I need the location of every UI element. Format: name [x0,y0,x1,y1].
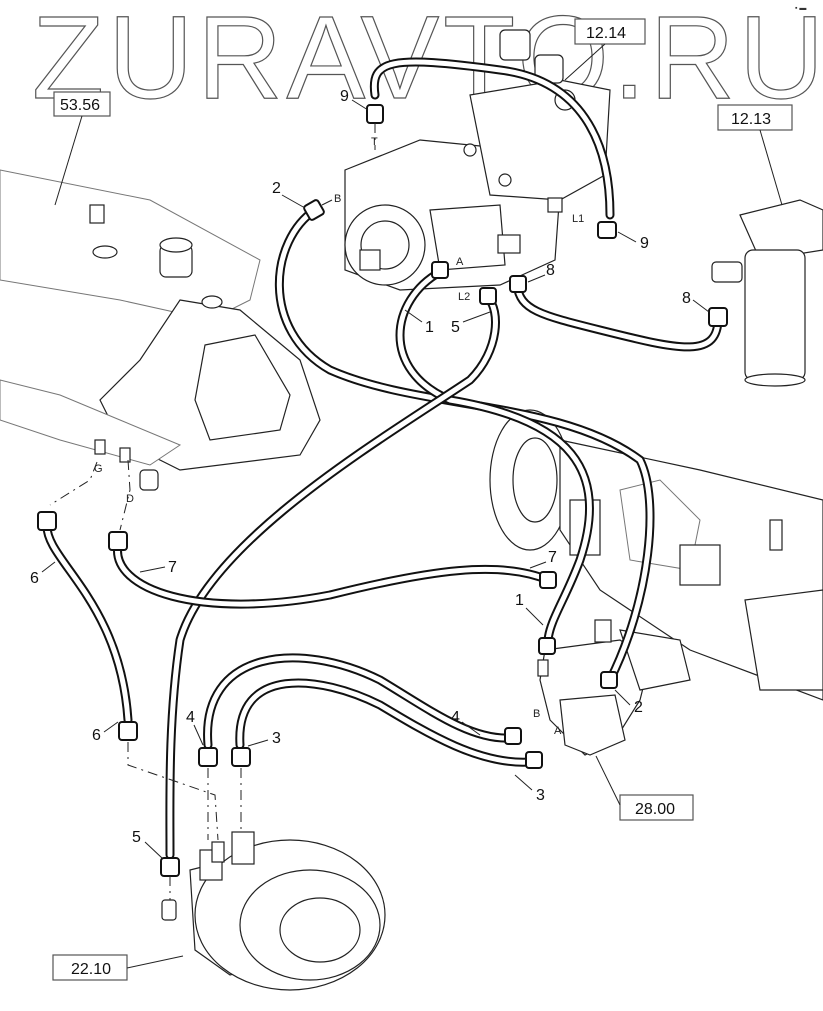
svg-text:53.56: 53.56 [60,97,100,114]
svg-text:28.00: 28.00 [635,801,675,818]
ref-28-00[interactable]: 28.00 [595,755,694,821]
callouts: 9 9 2 2 1 1 5 5 8 8 6 6 7 7 4 4 3 3 [30,88,710,859]
callout-6-bottom: 6 [92,727,101,744]
engine-assembly [0,169,321,491]
callout-4-left: 4 [186,709,195,726]
port-a-valve: A [554,725,562,737]
hydraulic-filter [711,199,823,387]
port-d: D [126,493,134,505]
callout-5-top: 5 [451,319,460,336]
port-a-pump: A [456,256,464,268]
port-t: T [371,136,378,148]
svg-text:22.10: 22.10 [71,961,111,978]
callout-4-right: 4 [451,709,460,726]
axle-assembly [489,409,823,701]
connection-lines [49,123,376,900]
svg-text:12.13: 12.13 [731,111,771,128]
ref-12-14[interactable]: 12.14 [564,18,646,81]
callout-1-bottom: 1 [515,592,524,609]
callout-5-bottom: 5 [132,829,141,846]
callout-1-top: 1 [425,319,434,336]
fittings [37,104,728,877]
callout-8-top: 8 [546,262,555,279]
svg-text:12.14: 12.14 [586,25,626,42]
callout-9-top: 9 [340,88,349,105]
callout-7-right: 7 [548,549,557,566]
port-g: G [94,463,103,475]
drive-motor [161,831,386,991]
port-l1: L1 [572,213,584,225]
control-valve [537,619,691,756]
callout-3-right: 3 [536,787,545,804]
callout-2-top: 2 [272,180,281,197]
port-labels: T B A L1 L2 B A G D [94,136,584,737]
corner-mark: ▪ ▬ [795,5,806,12]
callout-3-left: 3 [272,730,281,747]
callout-9-right: 9 [640,235,649,252]
hoses [42,57,723,860]
callout-7-left: 7 [168,559,177,576]
port-b-pump: B [334,193,341,205]
port-l2: L2 [458,291,470,303]
port-b-valve: B [533,708,540,720]
ref-22-10[interactable]: 22.10 [52,954,184,981]
ref-12-13[interactable]: 12.13 [717,104,793,206]
ref-53-56[interactable]: 53.56 [53,91,111,206]
callout-8-right: 8 [682,290,691,307]
callout-6-top: 6 [30,570,39,587]
callout-2-bottom: 2 [634,699,643,716]
